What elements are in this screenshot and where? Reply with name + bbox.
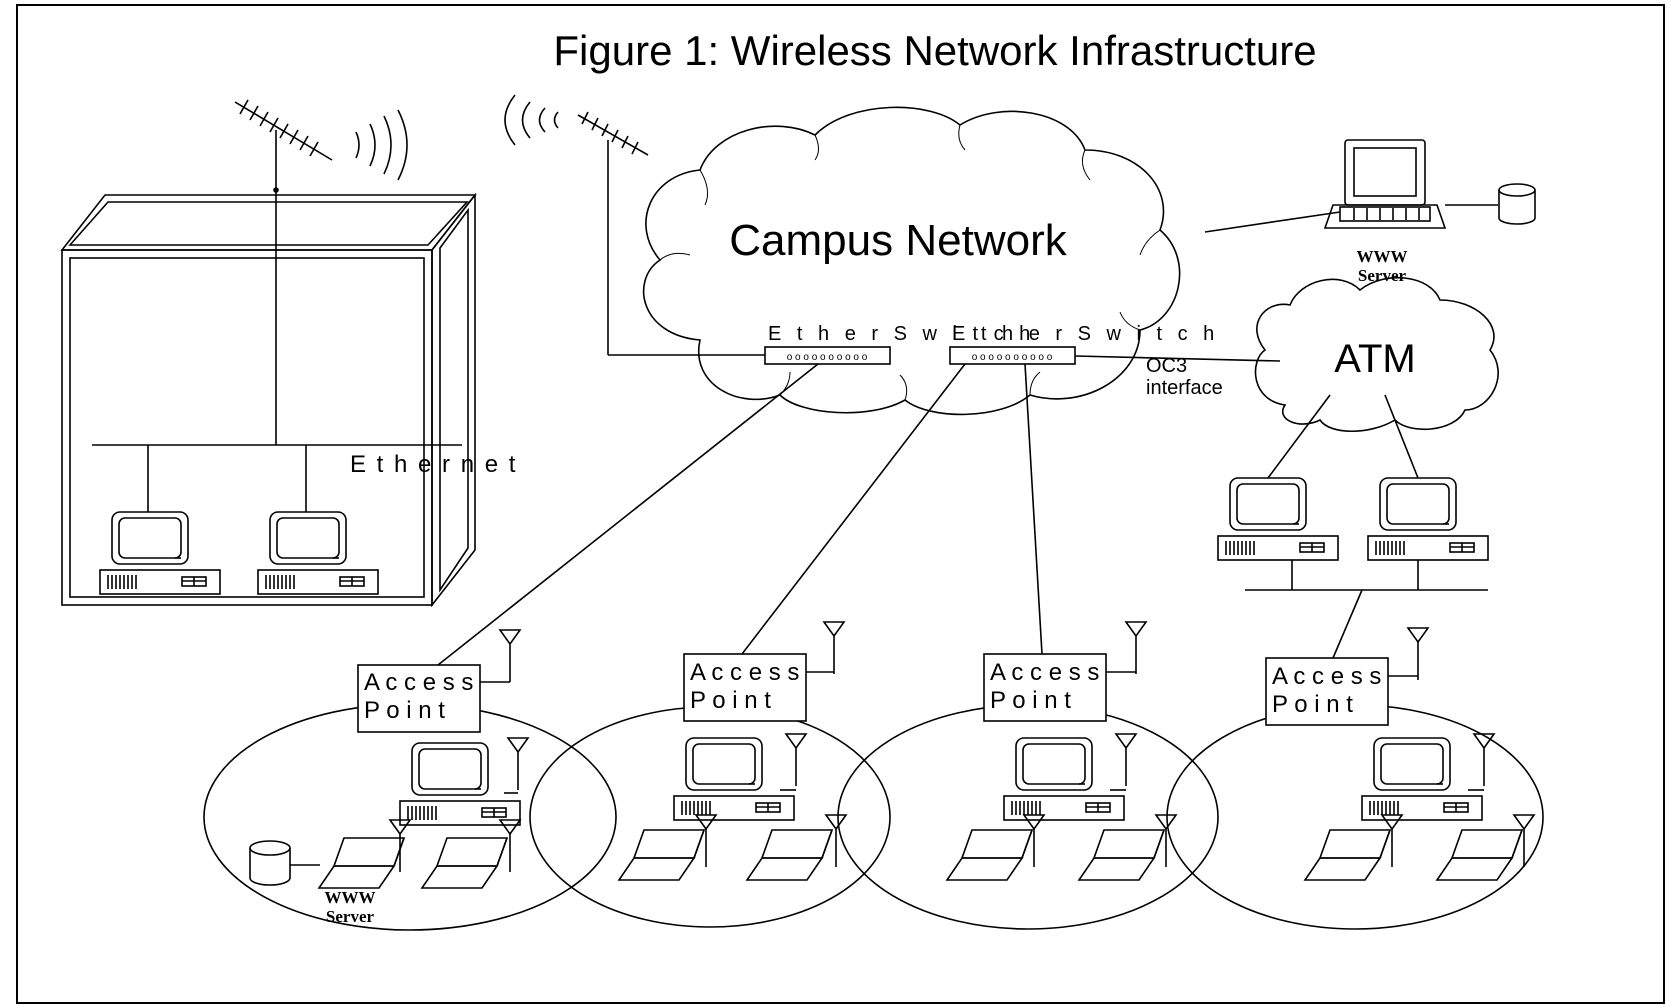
www-server-bottom-label2: Server	[326, 907, 375, 926]
access-point-1-line1: A c c e s s	[364, 669, 473, 696]
coverage-cell-4	[1166, 704, 1544, 930]
oc3-label-line1: OC3	[1146, 355, 1187, 377]
access-point-1	[357, 629, 521, 733]
database-top-icon	[1498, 183, 1536, 225]
campus-network-cloud	[642, 106, 1181, 416]
coverage-cell-1	[203, 703, 617, 931]
cell1-laptop-1	[318, 837, 405, 889]
radio-waves-icon	[355, 109, 408, 181]
access-point-2-line2: P o i n t	[690, 687, 771, 714]
access-point-4-line2: P o i n t	[1272, 691, 1353, 718]
access-point-4-line1: A c c e s s	[1272, 663, 1381, 690]
svg-text:o o o o o o o o o o: o o o o o o o o o o	[787, 352, 868, 363]
atm-workstation-2	[1367, 477, 1489, 561]
cell2-laptop-1	[618, 829, 705, 881]
building-workstation-2	[257, 511, 379, 595]
access-point-1-line2: P o i n t	[364, 697, 445, 724]
coverage-cell-2	[529, 706, 891, 928]
campus-antenna-icon	[577, 111, 765, 356]
oc3-label-line2: interface	[1146, 377, 1223, 399]
access-point-2	[683, 621, 845, 722]
ether-switch-right-label: E t h e r S w i t c h	[952, 323, 1219, 345]
cell3-desktop	[1003, 737, 1125, 821]
cell1-desktop	[399, 742, 521, 826]
access-point-2-line1: A c c e s s	[690, 659, 799, 686]
access-point-3-line1: A c c e s s	[990, 659, 1099, 686]
www-server-top-label1: WWW	[1357, 247, 1408, 266]
access-point-3	[983, 621, 1147, 722]
www-server-top	[1323, 139, 1498, 229]
cloud-arcs	[659, 124, 1161, 401]
cell2-laptop-2	[746, 829, 833, 881]
oc3-link	[1074, 355, 1281, 362]
atm-workstation-1	[1217, 477, 1339, 561]
cell4-desktop	[1361, 737, 1483, 821]
campus-network-label: Campus Network	[729, 216, 1067, 265]
cell4-laptop-1	[1304, 829, 1391, 881]
svg-text:o o o o o o o o o o: o o o o o o o o o o	[972, 352, 1053, 363]
cell1-laptop-2	[421, 837, 508, 889]
cell4-laptop-2	[1436, 829, 1523, 881]
www-server-top-label2: Server	[1358, 266, 1407, 285]
ether-switch-left: o o o o o o o o o o	[764, 346, 891, 365]
database-bottom-icon	[249, 840, 320, 886]
building	[60, 99, 477, 608]
building-antenna-icon	[234, 99, 333, 193]
access-point-4	[1265, 627, 1429, 726]
atm-cloud	[1254, 276, 1499, 433]
atm-label: ATM	[1334, 337, 1415, 381]
www-server-bottom-label1: WWW	[325, 888, 376, 907]
cell3-laptop-2	[1078, 829, 1165, 881]
figure-title: Figure 1: Wireless Network Infrastructur…	[553, 27, 1316, 74]
server-link	[1204, 211, 1341, 233]
ethernet-label: E t h e r n e t	[350, 451, 517, 478]
access-point-3-line2: P o i n t	[990, 687, 1071, 714]
cell2-desktop	[673, 737, 795, 821]
building-workstation-1	[99, 511, 221, 595]
radio-waves-left-icon	[504, 94, 559, 146]
ether-switch-right: o o o o o o o o o o	[949, 346, 1076, 365]
cell3-laptop-1	[946, 829, 1033, 881]
ether-switch-left-label: E t h e r S w i t c h	[768, 323, 1035, 345]
